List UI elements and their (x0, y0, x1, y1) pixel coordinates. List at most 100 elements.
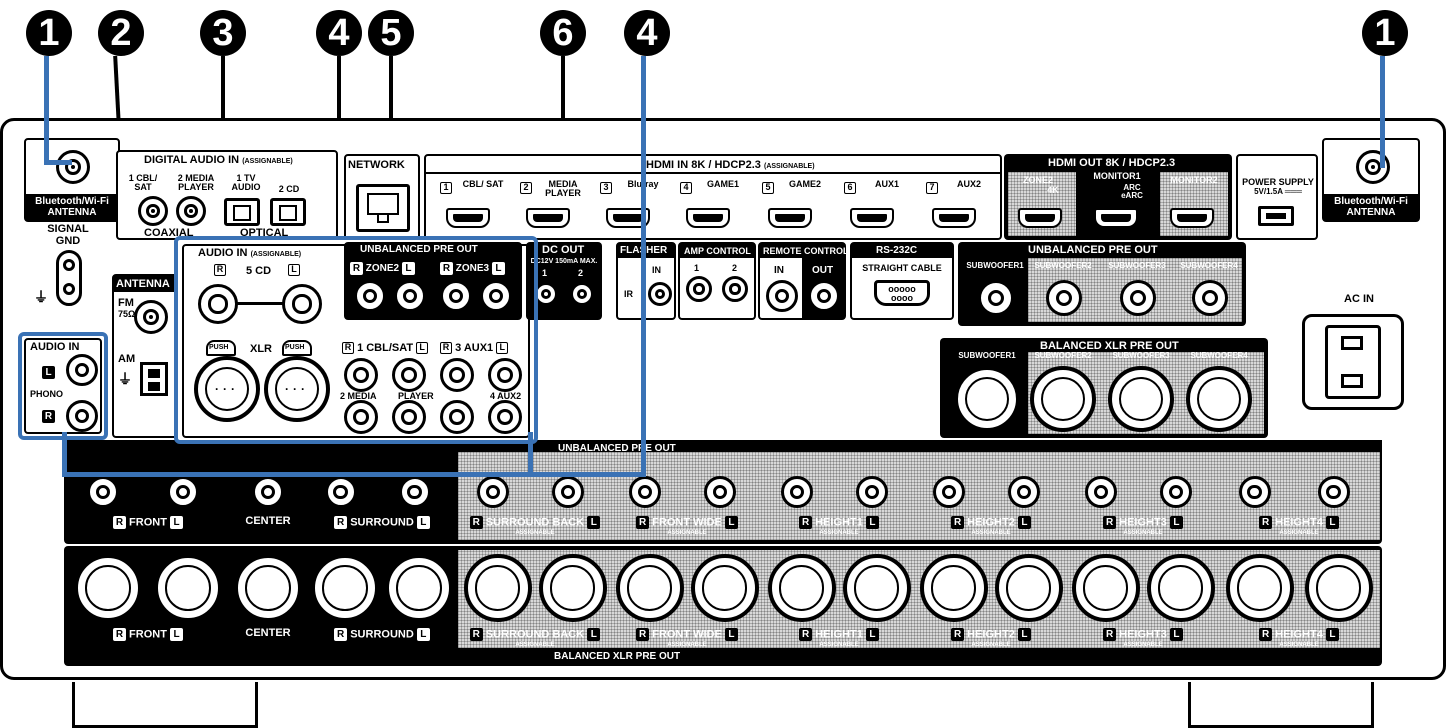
front-unbal-l-jack[interactable] (167, 476, 200, 508)
coax2-jack[interactable] (176, 196, 206, 226)
hdmi-out-monitor1-port[interactable] (1094, 208, 1138, 228)
media-r-jack[interactable] (344, 400, 378, 434)
aux1-r-jack[interactable] (440, 358, 474, 392)
hdmi-in-4-port[interactable] (686, 208, 730, 228)
front-wide-xlr-r[interactable]: ··· (615, 554, 684, 622)
usb-port[interactable] (1258, 206, 1294, 226)
zone3-r-jack[interactable] (440, 280, 472, 312)
cd-l-jack[interactable] (282, 284, 322, 324)
amp-control-1-jack[interactable] (686, 276, 712, 302)
center-unbal-mono-jack[interactable] (252, 476, 284, 508)
amp-control-2-jack[interactable] (722, 276, 748, 302)
signal-gnd-terminal[interactable] (56, 250, 82, 306)
surround-back-unbal-r-jack[interactable] (477, 476, 509, 508)
center-xlr-mono[interactable]: ··· (234, 554, 302, 622)
hdmi-in-3-port[interactable] (606, 208, 650, 228)
height2-unbal-l-jack[interactable] (1008, 476, 1040, 508)
ethernet-port[interactable] (356, 184, 410, 232)
zone3-l-jack[interactable] (480, 280, 512, 312)
height1-unbal-l-jack[interactable] (856, 476, 888, 508)
bal-subwoofer1-xlr[interactable]: ··· (954, 366, 1020, 432)
surround-back-xlr-l[interactable]: ··· (538, 554, 607, 622)
hdmi-in-6-port[interactable] (850, 208, 894, 228)
unbal-subwoofer4-jack[interactable] (1192, 280, 1228, 316)
am-antenna-terminal[interactable] (140, 362, 168, 396)
fm-antenna-jack[interactable] (134, 300, 168, 334)
zone2-l-jack[interactable] (394, 280, 426, 312)
front-xlr-r[interactable]: ··· (74, 554, 142, 622)
height4-xlr-r[interactable]: ··· (1225, 554, 1294, 622)
front-wide-unbal-l-jack[interactable] (704, 476, 736, 508)
aux2-label: 4 AUX2 (490, 391, 522, 401)
remote-out-jack[interactable] (808, 280, 840, 312)
height4-xlr-l[interactable]: ··· (1304, 554, 1373, 622)
surround-unbal-l-jack[interactable] (398, 476, 431, 508)
bt-antenna-left-connector[interactable] (56, 150, 90, 184)
phono-r-jack[interactable] (66, 400, 98, 432)
surround-back-xlr-r[interactable]: ··· (463, 554, 532, 622)
optical2-port[interactable] (270, 198, 306, 226)
callout-4-right: 4 (624, 10, 670, 56)
height2-unbal-r-jack[interactable] (933, 476, 965, 508)
hdmi-out-zone2-port[interactable] (1018, 208, 1062, 228)
remote-in-jack[interactable] (766, 280, 798, 312)
cbl-sat-l-jack[interactable] (392, 358, 426, 392)
surround-xlr-l[interactable]: ··· (385, 554, 453, 622)
height4-unbal-label: R HEIGHT4 L (1220, 516, 1378, 529)
callout-box-phono (18, 332, 108, 440)
xlr-in-right[interactable]: ··· (264, 356, 330, 422)
aux1-l-jack[interactable] (488, 358, 522, 392)
front-xlr-l[interactable]: ··· (154, 554, 222, 622)
height4-unbal-l-jack[interactable] (1317, 476, 1350, 508)
surround-xlr-r[interactable]: ··· (311, 554, 379, 622)
height3-unbal-l-jack[interactable] (1160, 476, 1192, 508)
dc-out-2-jack[interactable] (570, 282, 594, 306)
surround-unbal-r-jack[interactable] (324, 476, 357, 508)
flasher-in-jack[interactable] (648, 282, 672, 306)
surround-back-bal-assignable: ASSIGNABLE (515, 642, 555, 648)
unbal-subwoofer2-jack[interactable] (1046, 280, 1082, 316)
hdmi-in-1-port[interactable] (446, 208, 490, 228)
callout-5: 5 (368, 10, 414, 56)
height1-xlr-r[interactable]: ··· (767, 554, 836, 622)
aux2-r-jack[interactable] (440, 400, 474, 434)
height3-unbal-r-jack[interactable] (1085, 476, 1117, 508)
height1-xlr-l[interactable]: ··· (842, 554, 911, 622)
height4-unbal-r-jack[interactable] (1238, 476, 1271, 508)
ac-in-socket[interactable] (1302, 314, 1404, 410)
surround-back-bal-label: R SURROUND BACK L (460, 628, 610, 641)
push-tab-right[interactable]: PUSH (282, 340, 312, 356)
front-unbal-r-jack[interactable] (87, 476, 120, 508)
unbal-subwoofer1-jack[interactable] (978, 280, 1014, 316)
front-wide-unbal-r-jack[interactable] (629, 476, 661, 508)
height3-xlr-r[interactable]: ··· (1071, 554, 1140, 622)
height3-unbal-assignable: ASSIGNABLE (1123, 530, 1163, 536)
hdmi-in-5-port[interactable] (768, 208, 812, 228)
xlr-in-left[interactable]: ··· (194, 356, 260, 422)
height2-xlr-l[interactable]: ··· (994, 554, 1063, 622)
bal-subwoofer4-xlr[interactable]: ··· (1186, 366, 1252, 432)
unbal-subwoofer3-jack[interactable] (1120, 280, 1156, 316)
hdmi-out-monitor2-port[interactable] (1170, 208, 1214, 228)
push-tab-left[interactable]: PUSH (206, 340, 236, 356)
hdmi-in-7-port[interactable] (932, 208, 976, 228)
height2-xlr-r[interactable]: ··· (919, 554, 988, 622)
optical1-port[interactable] (224, 198, 260, 226)
zone2-r-jack[interactable] (354, 280, 386, 312)
media-l-jack[interactable] (392, 400, 426, 434)
cbl-sat-r-jack[interactable] (344, 358, 378, 392)
hdmi-in-6-label: AUX1 (874, 179, 899, 189)
hdmi-in-2-port[interactable] (526, 208, 570, 228)
height1-unbal-r-jack[interactable] (781, 476, 813, 508)
front-wide-xlr-l[interactable]: ··· (690, 554, 759, 622)
surround-back-unbal-l-jack[interactable] (552, 476, 584, 508)
phono-l-jack[interactable] (66, 354, 98, 386)
aux2-l-jack[interactable] (488, 400, 522, 434)
coax1-jack[interactable] (138, 196, 168, 226)
bal-subwoofer3-xlr[interactable]: ··· (1108, 366, 1174, 432)
remote-in-label: IN (774, 265, 784, 276)
hdmi-in-3-number: 3 (600, 182, 612, 194)
height3-xlr-l[interactable]: ··· (1146, 554, 1215, 622)
bal-subwoofer2-xlr[interactable]: ··· (1030, 366, 1096, 432)
